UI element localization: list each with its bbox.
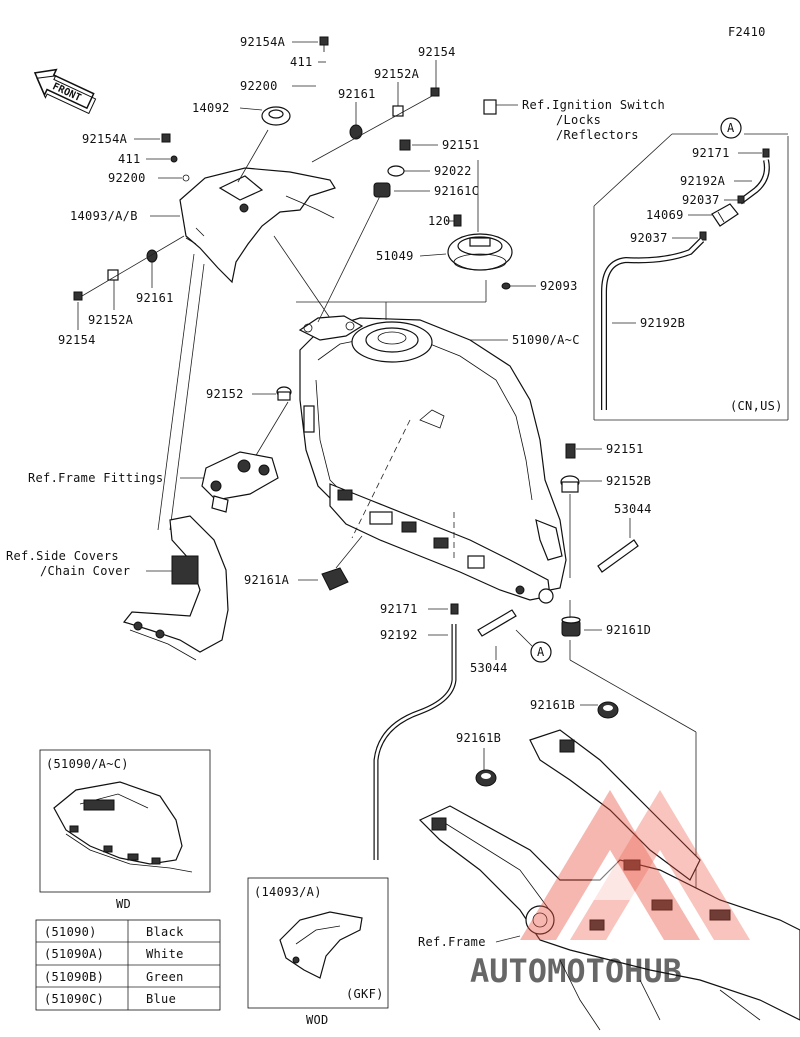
inset-wod-tag: (GKF) [346, 987, 384, 1001]
color-table-color-1: White [146, 947, 184, 961]
hose-callout-92192A: 92192A [680, 174, 726, 188]
color-table-color-0: Black [146, 925, 184, 939]
callout-120: 120 [428, 214, 451, 228]
fuel-tank-51090 [298, 315, 567, 604]
color-table: (51090) Black (51090A) White (51090B) Gr… [35, 919, 221, 1011]
callout-51049: 51049 [376, 249, 414, 263]
figure-code: F2410 [728, 25, 766, 39]
inset-wd-caption: WD [116, 897, 131, 911]
fuel-filter-14069-icon [711, 203, 739, 227]
ref-chain-cover: /Chain Cover [40, 564, 130, 578]
fuel-cap-icon [447, 233, 513, 271]
watermark-text: AUTOMOTOHUB [470, 952, 682, 990]
circle-a-label: A [537, 645, 545, 659]
callout-92171-mid: 92171 [380, 602, 418, 616]
ref-side-covers: Ref.Side Covers [6, 549, 119, 563]
ref-reflectors: /Reflectors [556, 128, 639, 142]
color-table-part-0: (51090) [44, 925, 97, 939]
color-table-part-1: (51090A) [44, 947, 104, 961]
callout-92152: 92152 [206, 387, 244, 401]
hose-circle-a-icon [720, 117, 742, 139]
callout-92154-top: 92154 [418, 45, 456, 59]
grommet-14092-icon [261, 106, 291, 126]
color-table-color-3: Blue [146, 992, 176, 1006]
callout-92161C: 92161C [434, 184, 479, 198]
hose-92192 [373, 624, 457, 860]
callout-92154A-top: 92154A [240, 35, 286, 49]
callout-51090: 51090/A~C [512, 333, 580, 347]
callout-92154-left: 92154 [58, 333, 96, 347]
grommet-92161C-icon [373, 182, 391, 198]
callout-53044-mid: 53044 [470, 661, 508, 675]
pad-92161A-icon [321, 567, 349, 591]
callout-14092: 14092 [192, 101, 230, 115]
callout-53044-right: 53044 [614, 502, 652, 516]
hose-box: A 92171 92192A 92037 14069 92037 92192B … [593, 117, 789, 421]
hose-callout-14069: 14069 [646, 208, 684, 222]
callout-411-top: 411 [290, 55, 313, 69]
inset-wd: (51090/A~C) WD [39, 749, 211, 911]
color-table-part-2: (51090B) [44, 970, 104, 984]
callout-92022: 92022 [434, 164, 472, 178]
ref-frame: Ref.Frame [418, 935, 486, 949]
hose-callout-92171: 92171 [692, 146, 730, 160]
ignition-switch-icon [483, 99, 497, 115]
inset-wd-title: (51090/A~C) [46, 757, 129, 771]
ref-ignition-switch: Ref.Ignition Switch [522, 98, 665, 112]
tank-cover-14093 [179, 167, 336, 284]
hose-callout-92037-b: 92037 [630, 231, 668, 245]
pad-53044-right-icon [597, 539, 639, 573]
callout-92152B: 92152B [606, 474, 651, 488]
circle-a-icon [530, 641, 552, 663]
callout-92152A-left: 92152A [88, 313, 134, 327]
callout-92200-left: 92200 [108, 171, 146, 185]
callout-92161B-a: 92161B [530, 698, 575, 712]
hose-callout-92192B: 92192B [640, 316, 685, 330]
callout-92161A: 92161A [244, 573, 290, 587]
side-cover-icon [122, 515, 229, 661]
callout-14093: 14093/A/B [70, 209, 138, 223]
callout-92200-top: 92200 [240, 79, 278, 93]
callout-92152A-top: 92152A [374, 67, 420, 81]
color-table-color-2: Green [146, 970, 184, 984]
grommet-92161D-icon [561, 616, 581, 637]
collar-92152B-icon [560, 475, 580, 493]
callout-92154A-left: 92154A [82, 132, 128, 146]
frame-fitting-icon [201, 451, 279, 513]
watermark-logo: AUTOMOTOHUB [470, 790, 750, 990]
inset-wod-title: (14093/A) [254, 885, 322, 899]
callout-92161D: 92161D [606, 623, 651, 637]
pad-53044-mid-icon [477, 609, 517, 637]
callout-92151-right: 92151 [606, 442, 644, 456]
callout-411-left: 411 [118, 152, 141, 166]
inset-wod-caption: WOD [306, 1013, 329, 1027]
frame-icon [418, 729, 800, 1031]
callout-92161B-b: 92161B [456, 731, 501, 745]
callout-92192: 92192 [380, 628, 418, 642]
bolt-icon [319, 36, 329, 52]
callout-92161-top: 92161 [338, 87, 376, 101]
ref-locks: /Locks [556, 113, 601, 127]
inset-wod: (14093/A) (GKF) WOD [247, 877, 389, 1027]
color-table-part-3: (51090C) [44, 992, 104, 1006]
ref-frame-fittings: Ref.Frame Fittings [28, 471, 163, 485]
collar-92152-icon [276, 386, 292, 401]
front-arrow-icon: FRONT [33, 68, 97, 115]
hose-circle-a: A [727, 121, 735, 135]
callout-92161-left: 92161 [136, 291, 174, 305]
callout-92093: 92093 [540, 279, 578, 293]
hose-callout-92037-a: 92037 [682, 193, 720, 207]
callout-92151-top: 92151 [442, 138, 480, 152]
hose-region: (CN,US) [730, 399, 783, 413]
